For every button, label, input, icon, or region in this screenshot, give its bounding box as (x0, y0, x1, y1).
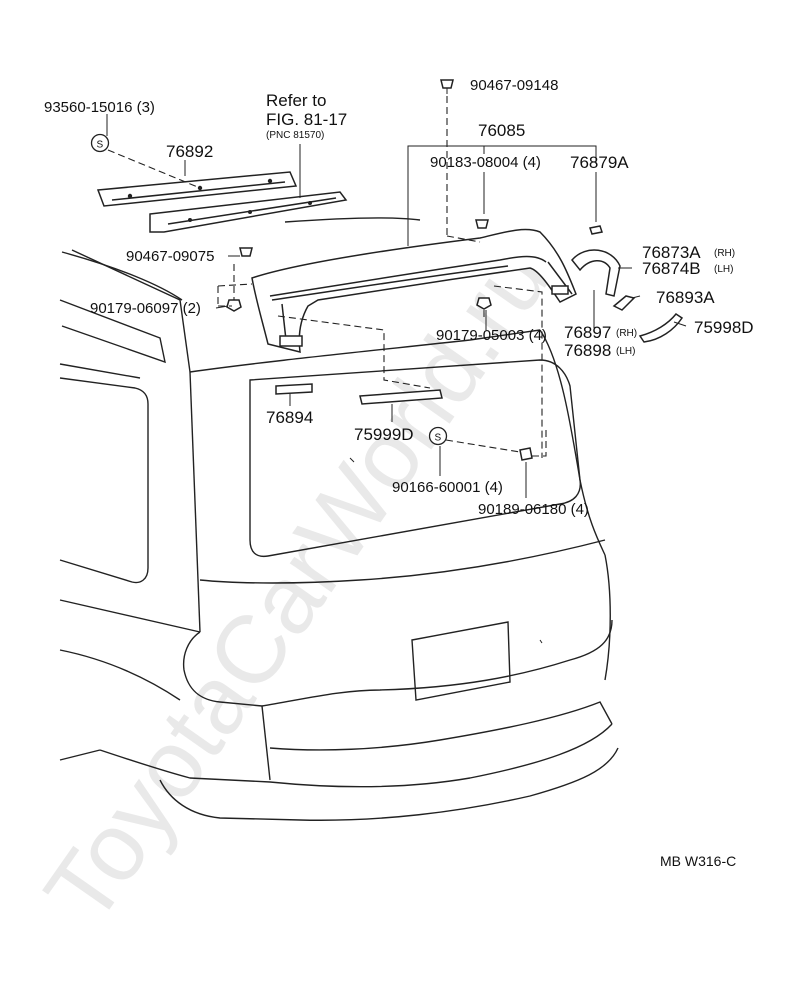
label-93560-15016: 93560-15016 (3) (44, 99, 155, 116)
label-76892: 76892 (166, 142, 213, 161)
vehicle-body (59, 217, 619, 821)
leader-lines (106, 114, 687, 498)
label-90179-05003: 90179-05003 (4) (436, 327, 547, 344)
reference-line3: (PNC 81570) (266, 130, 324, 141)
label-76898: 76898 (564, 341, 611, 360)
clip-90183-08004 (475, 219, 489, 229)
label-90166-60001: 90166-60001 (4) (392, 479, 503, 496)
label-75999D: 75999D (354, 425, 414, 444)
moulding-75998D (638, 312, 684, 343)
label-76874B-side: (LH) (714, 264, 733, 275)
clip-90467-09148 (440, 79, 454, 94)
label-76873A: 76873A (642, 243, 701, 262)
label-90467-09148: 90467-09148 (470, 77, 558, 94)
label-90467-09075: 90467-09075 (126, 248, 214, 265)
nut-90179-05003 (476, 297, 492, 310)
label-76873A-side: (RH) (714, 248, 735, 259)
svg-text:S: S (97, 140, 104, 151)
rear-spoiler-76085 (251, 228, 577, 353)
label-76085: 76085 (478, 121, 525, 140)
label-76893A: 76893A (656, 288, 715, 307)
label-90179-06097: 90179-06097 (2) (90, 300, 201, 317)
label-76897-side: (RH) (616, 328, 637, 339)
s-symbol-93560: S (90, 133, 110, 153)
diagram-code: MB W316-C (660, 853, 736, 869)
label-76898-side: (LH) (616, 346, 635, 357)
roof-rail-ref-81570 (149, 191, 348, 233)
label-76894: 76894 (266, 408, 313, 427)
moulding-75999D (359, 389, 443, 405)
label-76879A: 76879A (570, 153, 629, 172)
label-90189-06180: 90189-06180 (4) (478, 501, 589, 518)
clip-90467-09075 (239, 247, 253, 257)
label-76897: 76897 (564, 323, 611, 342)
label-75998D: 75998D (694, 318, 754, 337)
pad-76893A (612, 295, 636, 311)
roof-rail-76892 (96, 171, 298, 207)
clip-90189-06180 (519, 447, 533, 461)
assembly-lines (107, 96, 547, 458)
s-symbol-90166: S (428, 426, 448, 446)
label-90183-08004: 90183-08004 (4) (430, 154, 541, 171)
clip-76879A (589, 225, 603, 235)
svg-text:S: S (435, 433, 442, 444)
bracket-76873A-76874B (571, 249, 621, 297)
label-76874B: 76874B (642, 259, 701, 278)
reference-line2: FIG. 81-17 (266, 110, 347, 129)
pad-76894 (275, 383, 313, 395)
reference-line1: Refer to (266, 91, 326, 110)
